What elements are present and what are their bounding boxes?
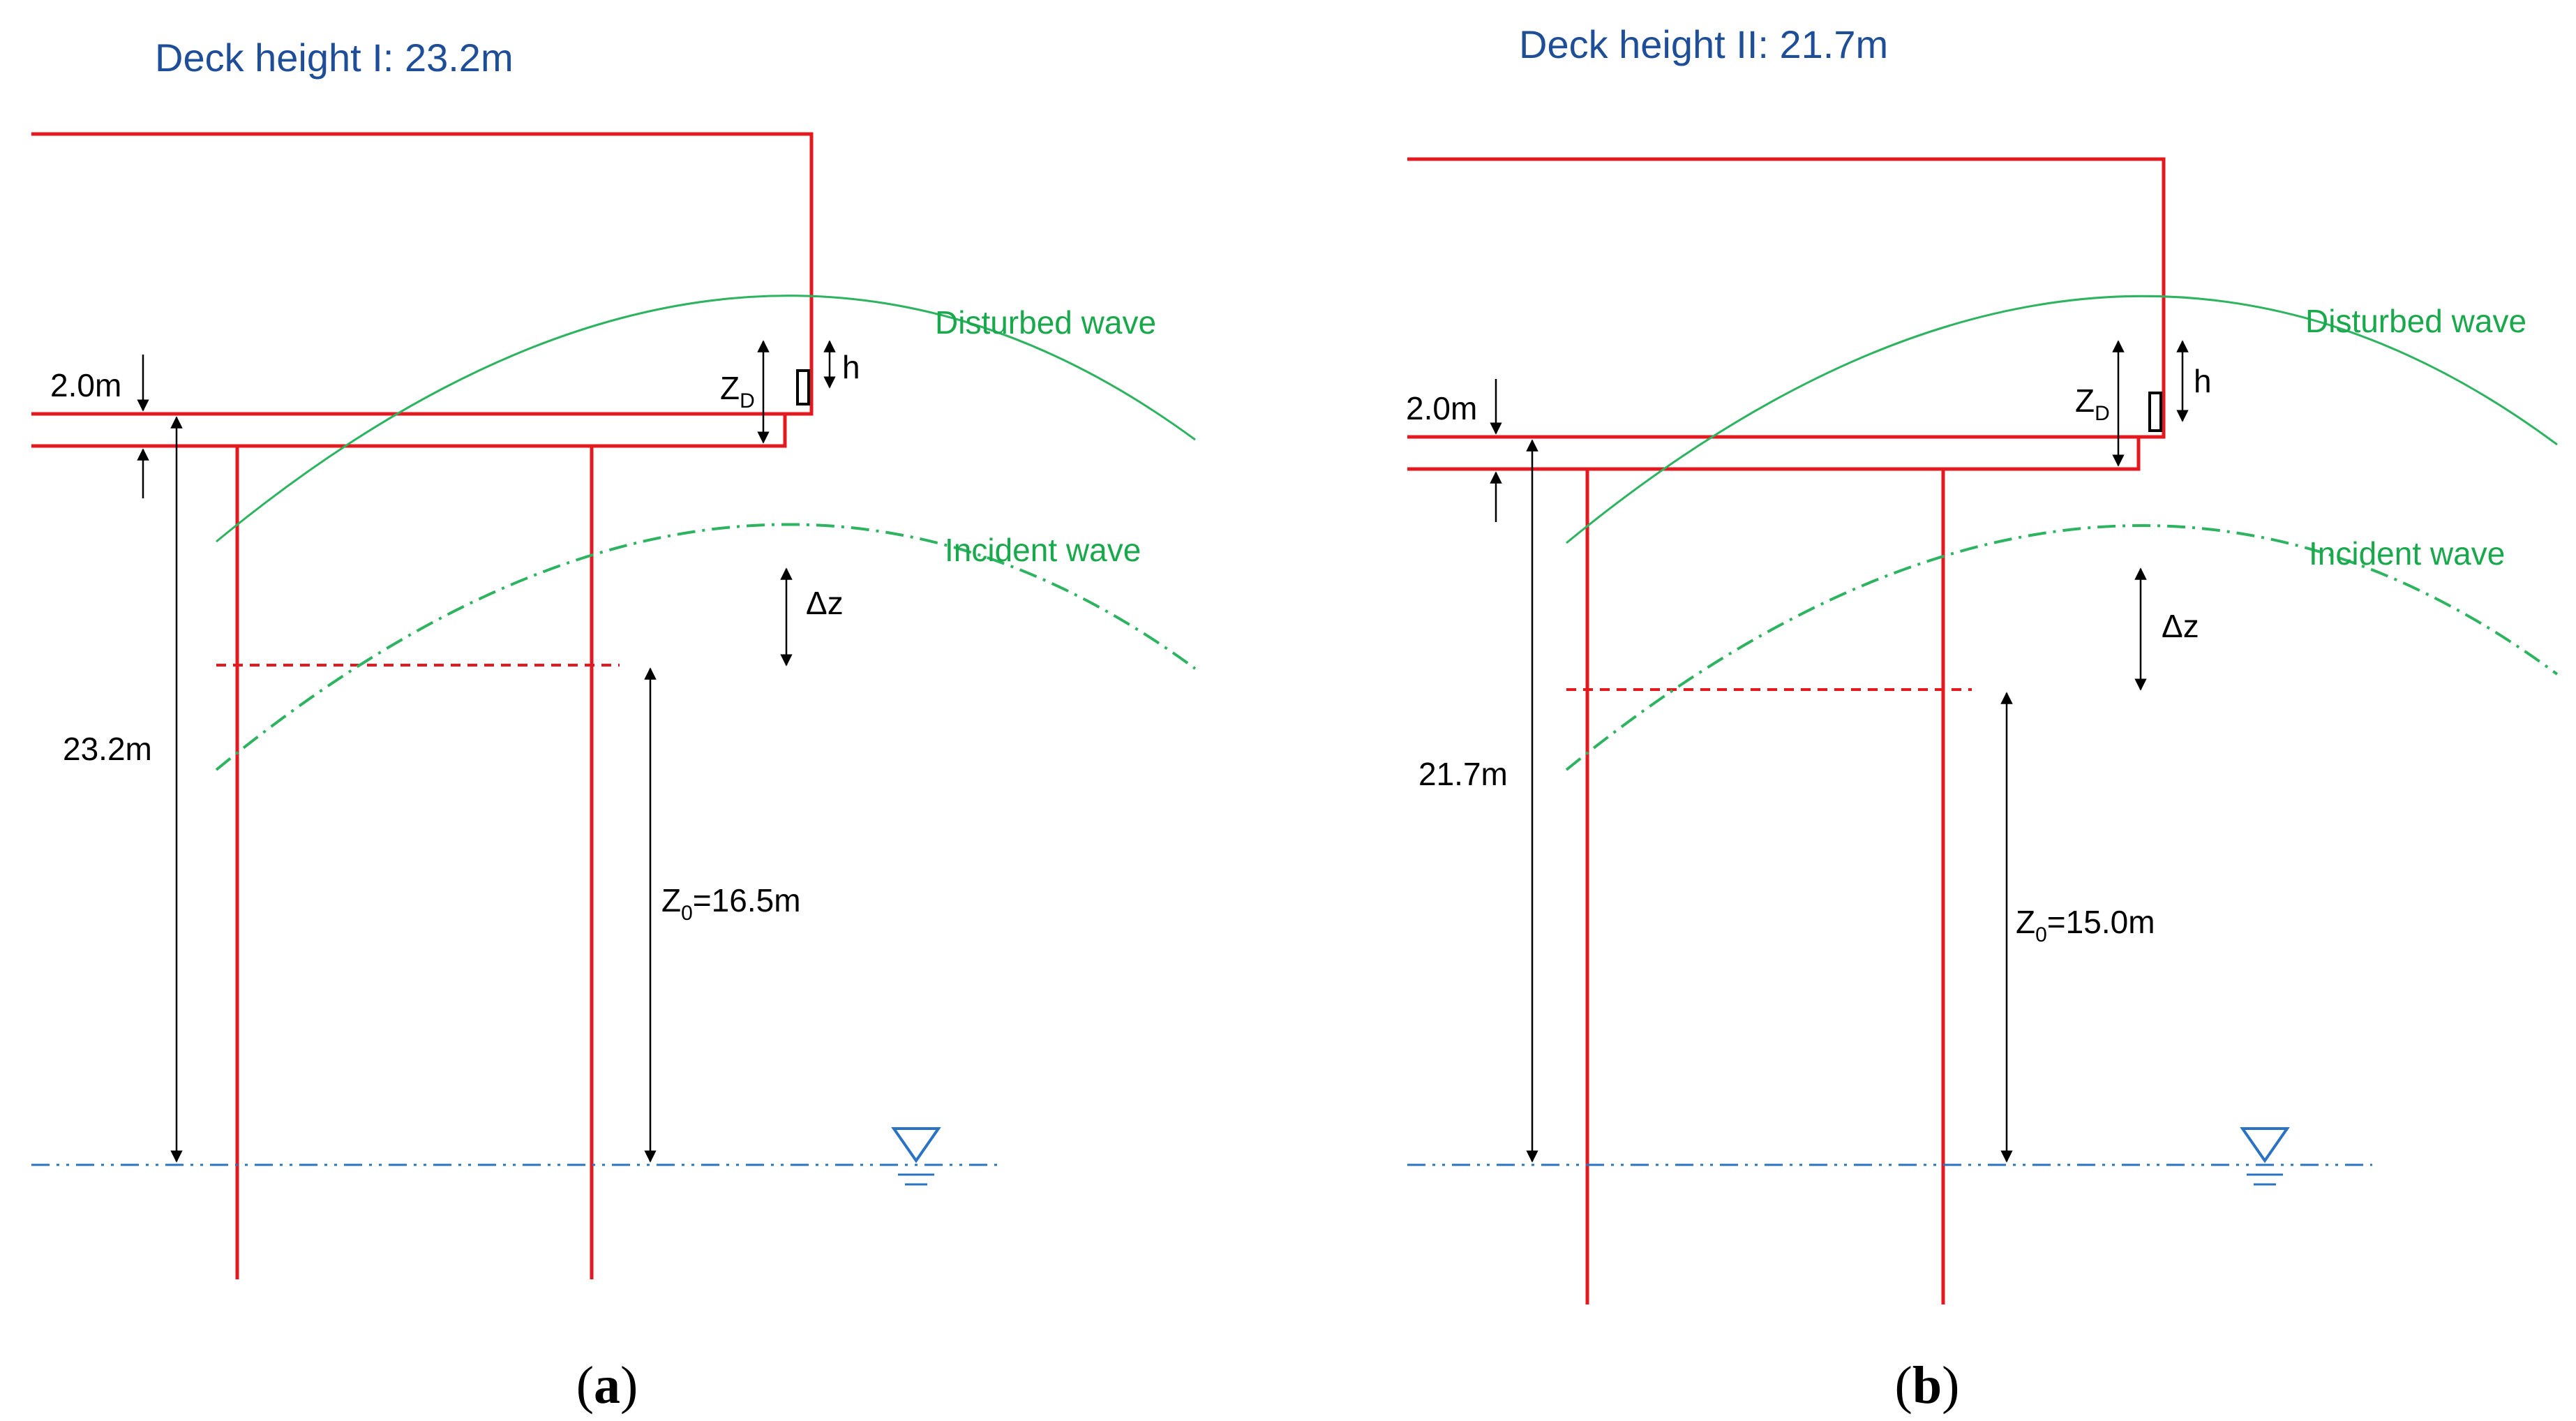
- panel-b-deck-thickness-label: 2.0m: [1406, 390, 1477, 426]
- panel-b: Deck height II: 21.7m Disturbed wave Inc…: [1406, 22, 2559, 1415]
- panel-a-incident-wave: [215, 523, 1197, 771]
- panel-a-incident-wave-label: Incident wave: [945, 532, 1141, 568]
- panel-a-title: Deck height I: 23.2m: [155, 36, 514, 80]
- panel-a-deck-thickness-label: 2.0m: [50, 367, 121, 403]
- panel-b-caption: (b): [1895, 1356, 1960, 1415]
- panel-a-disturbed-wave: [216, 295, 1196, 543]
- panel-a-disturbed-wave-label: Disturbed wave: [935, 304, 1156, 341]
- water-level-icon: [2240, 1127, 2290, 1163]
- panel-b-pressure-gauge: [2148, 392, 2162, 432]
- panel-b-title: Deck height II: 21.7m: [1519, 22, 1888, 66]
- panel-a-superstructure: [31, 132, 814, 448]
- panel-b-incident-wave-label: Incident wave: [2309, 535, 2505, 572]
- panel-a-dz-label: Δz: [806, 585, 844, 621]
- panel-a: Deck height I: 23.2m Disturbed wave Inci…: [31, 36, 1197, 1415]
- water-level-icon: [891, 1127, 941, 1163]
- panel-b-z0-label: Z0=15.0m: [2016, 904, 2155, 946]
- panel-b-incident-wave: [1565, 524, 2559, 771]
- panel-b-disturbed-wave: [1566, 295, 2558, 544]
- panel-b-zd-label: ZD: [2075, 382, 2110, 425]
- panel-b-deck-height-label: 21.7m: [1418, 756, 1508, 792]
- panel-b-dz-label: Δz: [2162, 608, 2199, 644]
- panel-b-superstructure: [1407, 157, 2166, 471]
- panel-b-h-label: h: [2194, 363, 2212, 399]
- panel-a-deck-height-label: 23.2m: [63, 731, 152, 767]
- panel-a-z0-label: Z0=16.5m: [661, 882, 801, 925]
- panel-a-h-label: h: [842, 349, 860, 385]
- panel-b-disturbed-wave-label: Disturbed wave: [2305, 303, 2526, 339]
- panel-a-caption: (a): [576, 1356, 638, 1415]
- panel-a-pressure-gauge: [796, 369, 810, 406]
- panel-a-zd-label: ZD: [720, 370, 755, 412]
